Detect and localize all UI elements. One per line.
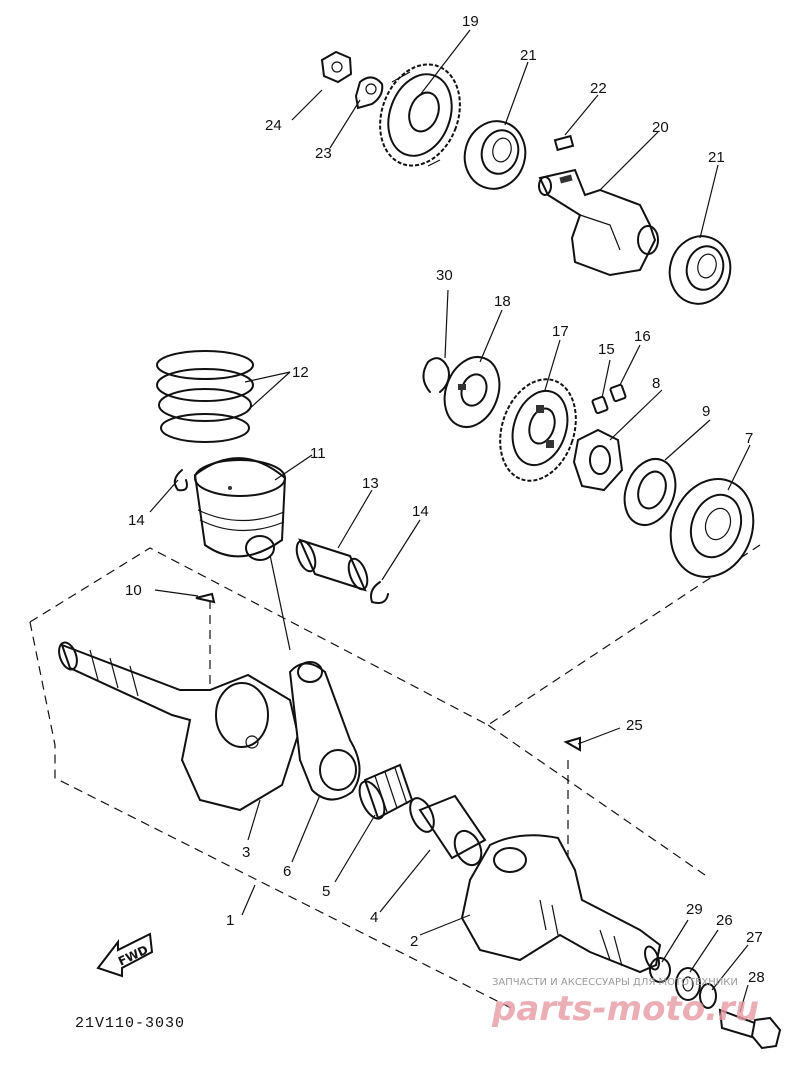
part-label-30: 30 [436, 267, 453, 284]
woodruff-key-part-25 [563, 736, 581, 752]
part-label-8: 8 [652, 375, 660, 392]
part-label-24: 24 [265, 117, 282, 134]
diagram-code: 21V110-3030 [75, 1015, 185, 1032]
assembly-group-outline [29, 544, 761, 1011]
balancer-gear-part-19 [379, 63, 461, 167]
pin-part-15 [591, 395, 609, 415]
part-label-26: 26 [716, 912, 733, 929]
part-label-13: 13 [362, 475, 379, 492]
collar-part-8 [572, 428, 624, 492]
piston-clip-part-14-left [173, 469, 188, 492]
plate-part-18 [443, 356, 501, 428]
part-label-6: 6 [283, 863, 291, 880]
part-label-1: 1 [226, 912, 234, 929]
watermark-brand: parts-moto.ru [491, 989, 759, 1029]
part-label-22: 22 [590, 80, 607, 97]
key-part-22 [553, 134, 575, 152]
bearing-part-21-upper [463, 120, 527, 190]
part-label-25: 25 [626, 717, 643, 734]
bearing-part-7 [669, 478, 755, 578]
part-label-3: 3 [242, 844, 250, 861]
forward-direction-arrow: FWD [96, 932, 154, 978]
circlip-part-30 [422, 357, 450, 393]
washer-part-29 [649, 957, 671, 983]
watermark-caption: ЗАПЧАСТИ И АКСЕССУАРЫ ДЛЯ МОТОТЕХНИКИ [492, 977, 738, 988]
crankshaft-left-part-3 [58, 641, 300, 812]
crankshaft-right-part-2 [460, 834, 662, 974]
piston-rings-part-12 [156, 350, 254, 443]
part-label-21-upper: 21 [520, 47, 537, 64]
part-label-27: 27 [746, 929, 763, 946]
crank-pin-part-4 [409, 794, 487, 867]
part-label-16: 16 [634, 328, 651, 345]
bolt-part-28 [718, 1008, 782, 1050]
part-label-5: 5 [322, 883, 330, 900]
part-label-14-left: 14 [128, 512, 145, 529]
piston-part-11 [193, 457, 287, 561]
part-label-2: 2 [410, 933, 418, 950]
part-label-21-lower: 21 [708, 149, 725, 166]
leader-lines [149, 29, 751, 1013]
watermark: ЗАПЧАСТИ И АКСЕССУАРЫ ДЛЯ МОТОТЕХНИКИ pa… [491, 977, 759, 1029]
part-label-7: 7 [745, 430, 753, 447]
part-label-10: 10 [125, 582, 142, 599]
part-label-15: 15 [598, 341, 615, 358]
piston-clip-part-14-right [370, 581, 389, 604]
lock-washer-part-23 [354, 76, 384, 110]
part-label-14-right: 14 [412, 503, 429, 520]
washer-part-9 [623, 458, 677, 526]
part-label-20: 20 [652, 119, 669, 136]
part-label-9: 9 [702, 403, 710, 420]
bearing-part-21-lower [668, 235, 732, 305]
woodruff-key-part-10 [195, 592, 216, 604]
washer-part-26 [675, 967, 701, 1001]
part-label-28: 28 [748, 969, 765, 986]
needle-bearing-part-5 [358, 763, 414, 820]
part-label-17: 17 [552, 323, 569, 340]
connecting-rod-part-6 [288, 661, 361, 801]
drive-gear-part-17 [499, 378, 577, 482]
pin-part-16 [609, 383, 627, 403]
nut-part-24 [320, 50, 353, 84]
part-label-11: 11 [310, 445, 326, 462]
part-label-4: 4 [370, 909, 378, 926]
part-label-19: 19 [462, 13, 479, 30]
part-label-29: 29 [686, 901, 703, 918]
piston-pin-part-13 [295, 538, 369, 592]
part-label-12: 12 [292, 364, 309, 381]
balancer-shaft-part-20 [538, 168, 659, 277]
part-label-18: 18 [494, 293, 511, 310]
washer-part-27 [699, 983, 717, 1009]
part-number-labels: 1 2 3 4 5 6 7 8 9 10 11 12 13 14 14 15 1… [125, 13, 765, 986]
part-label-23: 23 [315, 145, 332, 162]
